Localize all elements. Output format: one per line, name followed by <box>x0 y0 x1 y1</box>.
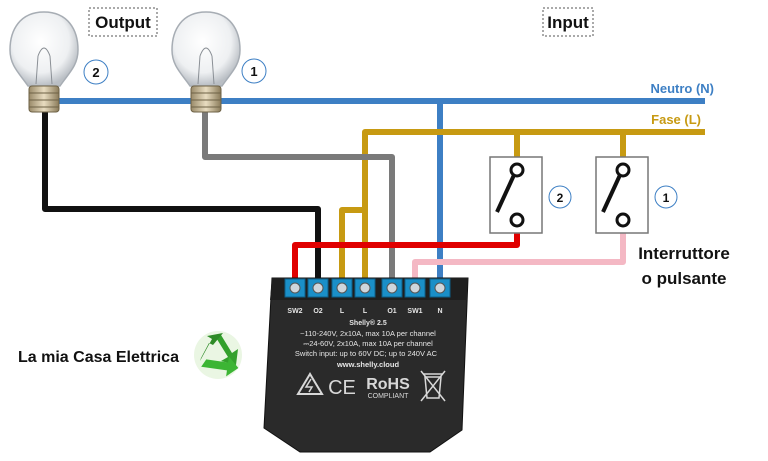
terminal-label: L <box>340 308 345 315</box>
device-model: Shelly® 2.5 <box>349 319 387 327</box>
sw1-wire <box>412 222 626 283</box>
recycle-icon <box>194 331 242 379</box>
terminal-n-6: N <box>429 278 451 315</box>
neutral-label: Neutro (N) <box>650 81 714 96</box>
ce-mark: CE <box>328 377 356 399</box>
weee-bin-icon <box>420 370 446 402</box>
terminal-label: O1 <box>387 308 396 315</box>
brand-label: La mia Casa Elettrica <box>18 349 179 366</box>
switch-label-line2: o pulsante <box>641 269 726 288</box>
terminal-label: SW1 <box>407 308 422 315</box>
output-label-box <box>88 7 158 37</box>
terminal-sw1-5: SW1 <box>404 278 426 315</box>
terminal-o2-1: O2 <box>307 278 329 315</box>
switch-1-number: 1 <box>663 191 670 205</box>
warning-icon <box>296 372 324 395</box>
output-2-wire <box>42 112 321 283</box>
terminal-l-3: L <box>354 278 376 315</box>
output-label: Output <box>95 13 151 32</box>
switch-label-line1: Interruttore <box>638 244 730 263</box>
sw2-wire <box>292 222 520 283</box>
bulb-1-number-badge <box>241 58 267 84</box>
bulb-2: 2 <box>9 11 109 113</box>
switch-1-number-badge <box>654 185 678 209</box>
terminal-label: SW2 <box>287 308 302 315</box>
switch-1: 1 <box>595 156 678 234</box>
switch-2: 2 <box>489 156 572 234</box>
rohs-compliant: COMPLIANT <box>368 393 410 400</box>
rohs-mark: RoHS <box>366 376 410 393</box>
device-spec-switch: Switch input: up to 60V DC; up to 240V A… <box>295 349 438 358</box>
terminal-l-2: L <box>331 278 353 315</box>
device-url: www.shelly.cloud <box>336 360 400 369</box>
input-label: Input <box>547 13 589 32</box>
terminal-label: N <box>437 308 442 315</box>
output-1-wire <box>202 112 395 283</box>
bulb-1: 1 <box>171 11 267 113</box>
bulb-1-number: 1 <box>250 64 257 79</box>
device-spec-dc: ⎓24-60V, 2x10A, max 10A per channel <box>303 339 433 348</box>
terminal-label: O2 <box>313 308 322 315</box>
device-spec-ac: ~110-240V, 2x10A, max 10A per channel <box>300 329 436 338</box>
bulb-2-number: 2 <box>92 65 99 80</box>
terminal-label: L <box>363 308 368 315</box>
shelly-device: SW2 O2 L L O1 SW1 N Shelly® 2.5 ~110-240V, 2x1… <box>263 277 469 453</box>
phase-wire <box>339 129 705 283</box>
input-label-box <box>542 7 594 37</box>
terminal-o1-4: O1 <box>381 278 403 315</box>
phase-label: Fase (L) <box>651 112 701 127</box>
switch-2-number: 2 <box>557 191 564 205</box>
terminal-sw2-0: SW2 <box>284 278 306 315</box>
terminal-block: SW2 O2 L L O1 SW1 N <box>284 278 451 315</box>
switch-2-number-badge <box>548 185 572 209</box>
bulb-2-number-badge <box>83 59 109 85</box>
